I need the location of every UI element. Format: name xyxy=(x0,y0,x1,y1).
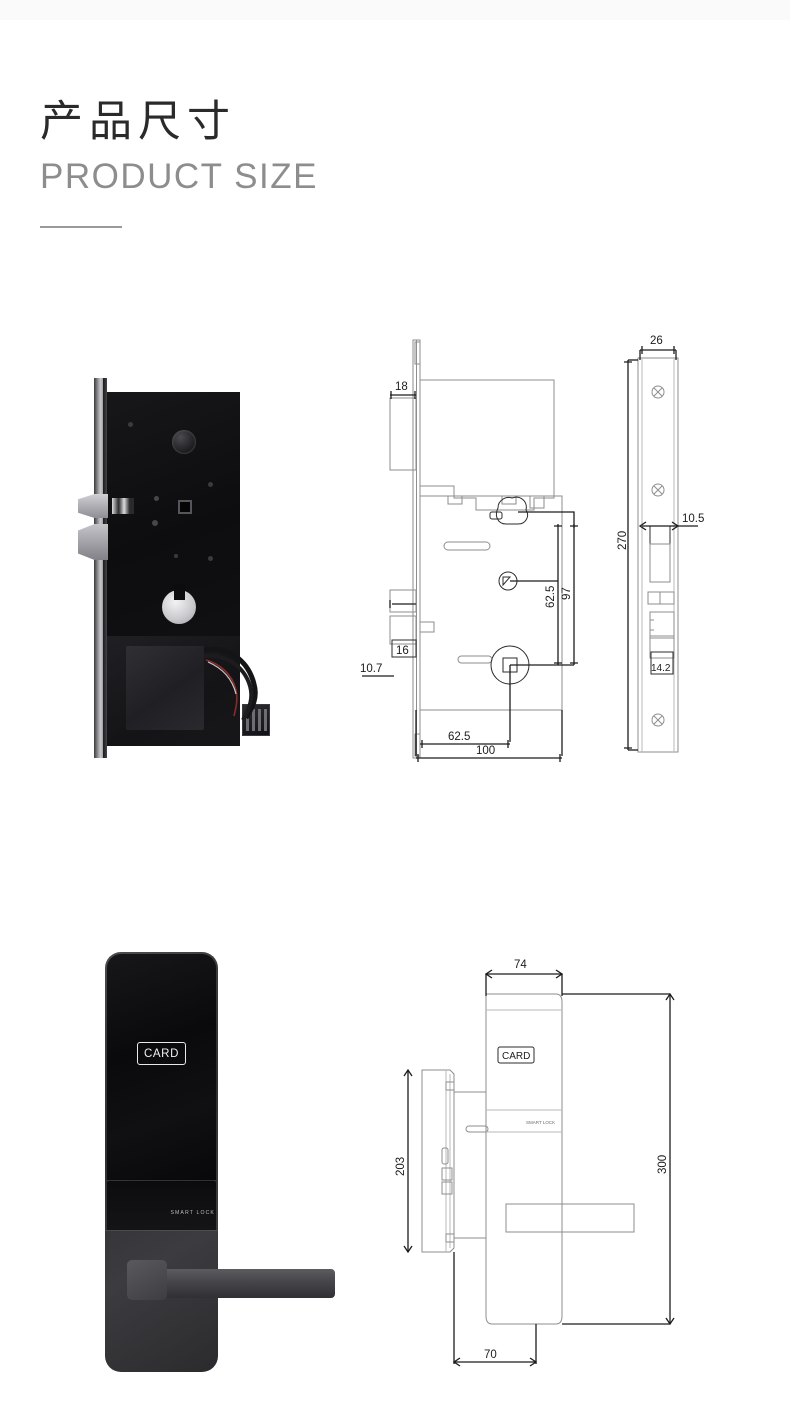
screw-hole-1 xyxy=(128,422,133,427)
page-title-en: PRODUCT SIZE xyxy=(40,157,318,196)
lever-base xyxy=(127,1260,167,1300)
cylinder-hole xyxy=(172,430,196,454)
mortise-drawing: 18 16 10.7 62.5 97 xyxy=(358,338,598,778)
brand-label: SMART LOCK xyxy=(170,1210,215,1216)
wire-connector xyxy=(242,704,270,736)
screw-hole-4 xyxy=(152,520,158,526)
smart-lock-drawing: CARD SMART LOCK 74 300 203 xyxy=(395,952,720,1382)
wire-harness xyxy=(203,646,258,721)
dim-300: 300 xyxy=(657,1155,669,1174)
smart-lock-photo: CARD SMART LOCK xyxy=(105,952,335,1372)
dim-18: 18 xyxy=(395,381,408,393)
panel-seam-upper xyxy=(107,1180,216,1181)
dim-97: 97 xyxy=(561,587,573,600)
dim-62-5-vertical: 62.5 xyxy=(545,586,557,608)
page-title-cn: 产品尺寸 xyxy=(40,98,236,146)
card-reader-text: CARD xyxy=(144,1047,179,1060)
dim-62-5-horizontal: 62.5 xyxy=(448,731,470,743)
spindle-hole xyxy=(178,500,192,514)
screw-hole-5 xyxy=(208,556,213,561)
lock-glass-upper xyxy=(107,954,216,1182)
mortise-faceplate-edge xyxy=(103,378,107,758)
latch-bolt-upper xyxy=(78,494,108,518)
lock-glass-lower xyxy=(107,1182,216,1230)
dim-26: 26 xyxy=(650,335,663,347)
dim-70: 70 xyxy=(484,1349,497,1361)
latch-bolt-lower xyxy=(78,524,108,560)
dim-16: 16 xyxy=(396,645,409,657)
screw-hole-3 xyxy=(154,496,159,501)
top-strip xyxy=(0,0,790,20)
card-reader-label: CARD xyxy=(137,1042,186,1065)
screw-hole-6 xyxy=(174,554,178,558)
dim-10-5: 10.5 xyxy=(682,513,704,525)
drawing-brand-label: SMART LOCK xyxy=(526,1120,555,1125)
mortise-motor-module xyxy=(126,646,204,730)
drawing-card-label: CARD xyxy=(502,1051,530,1062)
bolt-slot xyxy=(112,498,134,514)
title-divider xyxy=(40,226,122,228)
panel-seam-lower xyxy=(105,1230,218,1231)
faceplate-drawing: 26 270 10.5 14.2 xyxy=(617,330,770,770)
screw-hole-2 xyxy=(208,482,213,487)
page-header: 产品尺寸 PRODUCT SIZE xyxy=(40,96,318,228)
dim-14-2: 14.2 xyxy=(651,663,671,674)
dim-203: 203 xyxy=(395,1157,407,1176)
cam-slot xyxy=(174,584,185,600)
dim-10-7: 10.7 xyxy=(360,663,382,675)
mortise-lock-photo xyxy=(78,378,284,758)
dim-74: 74 xyxy=(514,959,527,971)
dim-270: 270 xyxy=(617,531,629,550)
dim-100: 100 xyxy=(476,745,495,757)
